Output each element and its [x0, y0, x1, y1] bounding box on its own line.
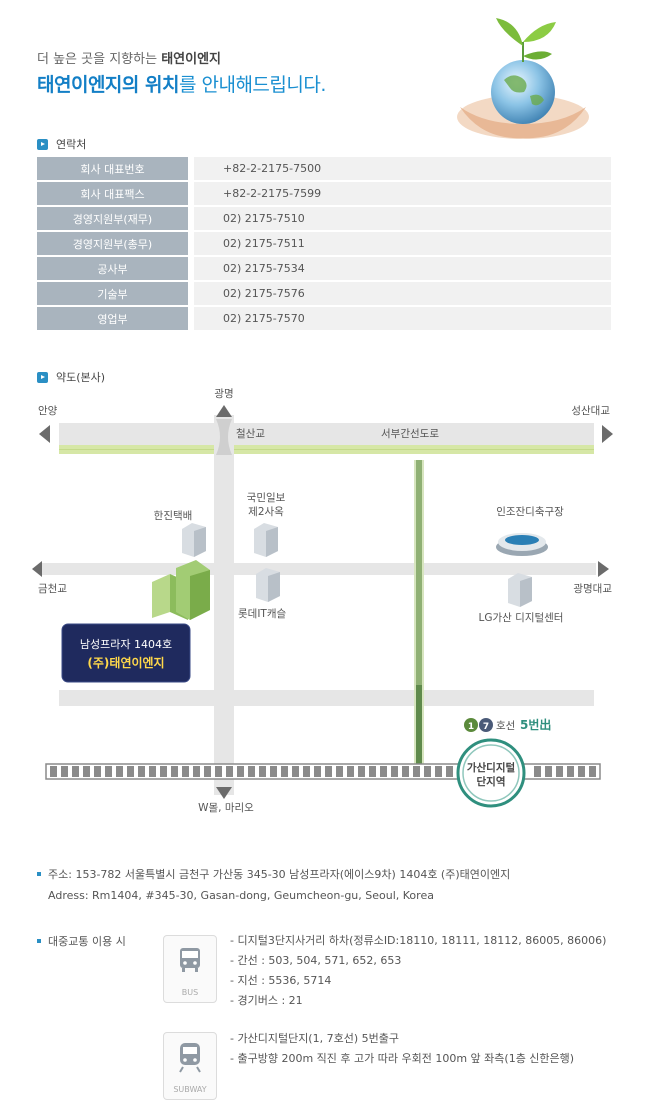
middle-road: [40, 563, 596, 575]
contact-value: 02) 2175-7534: [194, 257, 611, 280]
line-7-number: 7: [483, 722, 489, 732]
contact-value: 02) 2175-7510: [194, 207, 611, 230]
contact-row: 경영지원부(재무) 02) 2175-7510: [37, 207, 611, 230]
arrow-left-icon: [39, 425, 50, 443]
stadium-icon: [496, 533, 548, 556]
list-item: 간선 : 503, 504, 571, 652, 653: [230, 951, 606, 971]
subway-icon-box: SUBWAY: [163, 1032, 217, 1100]
arrow-left-icon: [32, 561, 42, 577]
list-item: 경기버스 : 21: [230, 991, 606, 1011]
company-name: 태연이엔지: [161, 52, 221, 67]
label-east: 성산대교: [571, 405, 610, 417]
bus-caption: BUS: [181, 988, 199, 997]
page-title: 태연이엔지의 위치를 안내해드립니다.: [37, 74, 326, 96]
lower-road: [59, 690, 594, 706]
contact-label: 회사 대표팩스: [37, 182, 188, 205]
contact-label: 기술부: [37, 282, 188, 305]
label-expressway: 서부간선도로: [381, 428, 439, 440]
address-block: 주소: 153-782 서울특별시 금천구 가산동 345-30 남성프라자(에…: [37, 864, 510, 906]
label-west: 안양: [38, 405, 58, 417]
contact-value: 02) 2175-7570: [194, 307, 611, 330]
label-bridge: 철산교: [236, 428, 265, 440]
building-icon: [508, 573, 532, 607]
label-hanjin: 한진택배: [154, 510, 193, 522]
label-left-mid: 금천교: [38, 583, 67, 595]
vertical-road: [214, 415, 234, 795]
header-subtitle: 더 높은 곳을 지향하는 태연이엔지: [37, 52, 221, 67]
contact-value: 02) 2175-7511: [194, 232, 611, 255]
building-icon: [182, 523, 206, 557]
building-icon: [256, 568, 280, 602]
label-lg: LG가산 디지털센터: [479, 612, 564, 624]
line-1-badge: [464, 718, 478, 732]
contact-value: +82-2-2175-7500: [194, 157, 611, 180]
building-icon: [254, 523, 278, 557]
label-lotte: 롯데IT캐슬: [238, 608, 286, 620]
play-bullet-icon: [37, 371, 48, 383]
arrow-right-icon: [598, 561, 609, 577]
list-item: 디지털3단지사거리 하차(정류소ID:18110, 18111, 18112, …: [230, 931, 606, 951]
list-item: 지선 : 5536, 5714: [230, 971, 606, 991]
line-suffix: 호선: [496, 720, 515, 732]
label-south: W몰, 마리오: [198, 802, 254, 814]
contact-label: 경영지원부(재무): [37, 207, 188, 230]
address-korean: 주소: 153-782 서울특별시 금천구 가산동 345-30 남성프라자(에…: [48, 868, 511, 881]
map-section-header: 약도(본사): [37, 369, 105, 385]
list-item: 가산디지털단지(1, 7호선) 5번출구: [230, 1029, 574, 1049]
contact-value: +82-2-2175-7599: [194, 182, 611, 205]
callout-line2: (주)태연이엔지: [87, 655, 164, 670]
line-7-badge: [479, 718, 493, 732]
label-injozandi: 인조잔디축구장: [496, 506, 564, 518]
contact-label: 경영지원부(총무): [37, 232, 188, 255]
label-north: 광명: [214, 388, 233, 400]
contact-row: 경영지원부(총무) 02) 2175-7511: [37, 232, 611, 255]
label-right-mid: 광명대교: [573, 583, 612, 595]
square-bullet-icon: [37, 872, 41, 876]
line-1-number: 1: [468, 722, 474, 732]
callout-line1: 남성프라자 1404호: [80, 638, 172, 651]
subway-caption: SUBWAY: [173, 1085, 207, 1094]
expressway-road: [59, 423, 594, 445]
contact-row: 공사부 02) 2175-7534: [37, 257, 611, 280]
contact-row: 영업부 02) 2175-7570: [37, 307, 611, 330]
globe-hands-image: [457, 18, 589, 139]
transport-title: 대중교통 이용 시: [37, 933, 126, 949]
contact-section-header: 연락처: [37, 136, 86, 152]
contact-table: 회사 대표번호 +82-2-2175-7500 회사 대표팩스 +82-2-2175-…: [37, 157, 611, 332]
station-exit: 5번出: [520, 717, 551, 732]
location-map: 광명 안양 성산대교 철산교 서부간선도로 금천교 광명대교 W몰, 마리오 한…: [32, 388, 613, 814]
contact-row: 회사 대표팩스 +82-2-2175-7599: [37, 182, 611, 205]
contact-row: 회사 대표번호 +82-2-2175-7500: [37, 157, 611, 180]
bus-icon-box: BUS: [163, 935, 217, 1003]
square-bullet-icon: [37, 939, 41, 943]
contact-label: 회사 대표번호: [37, 157, 188, 180]
arrow-down-icon: [216, 787, 232, 799]
contact-row: 기술부 02) 2175-7576: [37, 282, 611, 305]
contact-label: 영업부: [37, 307, 188, 330]
bus-info-list: 디지털3단지사거리 하차(정류소ID:18110, 18111, 18112, …: [230, 931, 606, 1011]
subway-icon: [179, 1043, 201, 1073]
subway-info-list: 가산디지털단지(1, 7호선) 5번출구출구방향 200m 직진 후 고가 따라…: [230, 1029, 574, 1069]
bus-icon: [180, 948, 200, 972]
company-callout: [61, 623, 191, 683]
list-item: 출구방향 200m 직진 후 고가 따라 우회전 100m 앞 좌측(1층 신한…: [230, 1049, 574, 1069]
arrow-right-icon: [602, 425, 613, 443]
arrow-up-icon: [216, 405, 232, 417]
contact-label: 공사부: [37, 257, 188, 280]
address-english: Adress: Rm1404, #345-30, Gasan-dong, Geu…: [48, 889, 434, 902]
company-building-icon: [152, 560, 210, 620]
play-bullet-icon: [37, 138, 48, 150]
contact-value: 02) 2175-7576: [194, 282, 611, 305]
